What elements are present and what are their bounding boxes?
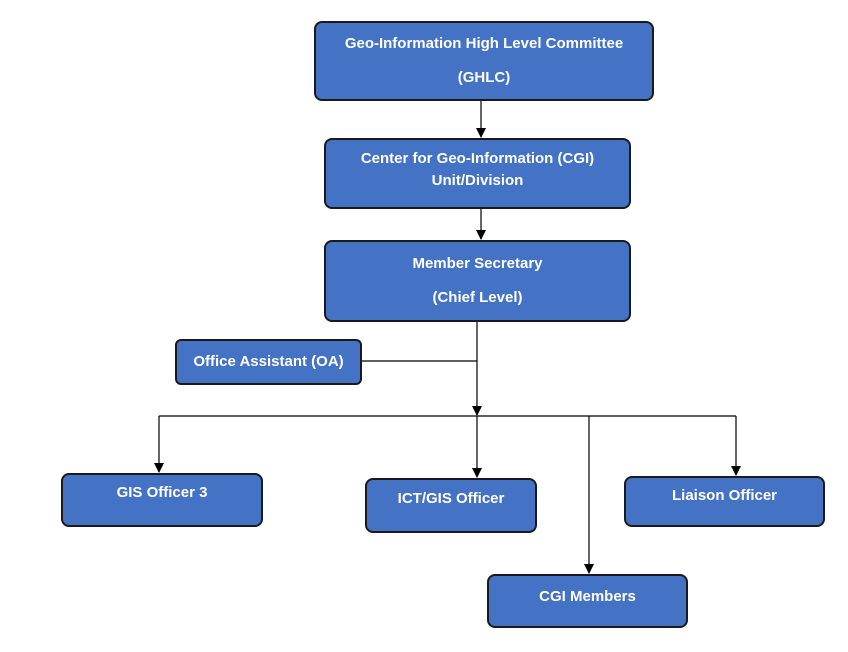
- node-cgi-line2: Unit/Division: [431, 171, 524, 189]
- node-office-assistant: Office Assistant (OA): [175, 339, 362, 385]
- node-cgi-line1: Center for Geo-Information (CGI): [360, 150, 595, 167]
- node-gis-officer-3-label: GIS Officer 3: [116, 484, 208, 501]
- node-member-secretary-line1: Member Secretary: [412, 255, 543, 272]
- node-ghlc: Geo-Information High Level Committee (GH…: [314, 21, 654, 101]
- node-ict-gis-officer: ICT/GIS Officer: [365, 478, 537, 533]
- node-ghlc-line2: (GHLC): [457, 68, 511, 86]
- node-ict-gis-officer-label: ICT/GIS Officer: [397, 490, 505, 507]
- node-liaison-officer: Liaison Officer: [624, 476, 825, 527]
- node-cgi: Center for Geo-Information (CGI) Unit/Di…: [324, 138, 631, 209]
- node-member-secretary: Member Secretary (Chief Level): [324, 240, 631, 322]
- node-cgi-members-label: CGI Members: [539, 588, 636, 605]
- node-office-assistant-label: Office Assistant (OA): [193, 352, 344, 370]
- node-gis-officer-3: GIS Officer 3: [61, 473, 263, 527]
- node-member-secretary-line2: (Chief Level): [432, 288, 523, 306]
- node-liaison-officer-label: Liaison Officer: [671, 487, 778, 504]
- node-cgi-members: CGI Members: [487, 574, 688, 628]
- node-ghlc-line1: Geo-Information High Level Committee: [344, 35, 624, 52]
